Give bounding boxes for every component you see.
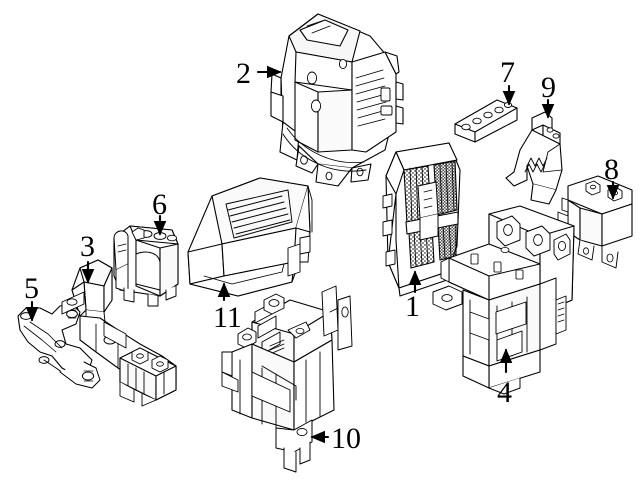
part-4-module-carrier <box>432 205 575 395</box>
callout-label-3: 3 <box>80 230 95 263</box>
callout-label-7: 7 <box>500 56 515 89</box>
part-2-main-control-module <box>270 13 404 187</box>
callout-label-10: 10 <box>331 422 361 455</box>
callout-label-2: 2 <box>236 57 251 90</box>
part-11-louvered-cover <box>187 177 313 297</box>
part-rail-support <box>61 291 177 407</box>
callout-label-6: 6 <box>152 188 167 221</box>
callout-label-8: 8 <box>604 153 619 186</box>
callout-label-4: 4 <box>497 376 512 409</box>
callout-label-9: 9 <box>541 71 556 104</box>
callout-arrows <box>25 65 620 444</box>
callout-label-1: 1 <box>405 290 420 323</box>
part-7-terminal-strip <box>454 99 518 143</box>
part-6-relay-block <box>113 225 179 307</box>
part-9-support-bracket <box>505 111 563 205</box>
part-5-mounting-bracket <box>17 303 101 389</box>
callout-label-5: 5 <box>24 272 39 305</box>
part-1-fuse-relay-box <box>382 142 461 297</box>
part-10-lower-carrier <box>221 285 353 473</box>
callout-label-11: 11 <box>213 301 242 334</box>
